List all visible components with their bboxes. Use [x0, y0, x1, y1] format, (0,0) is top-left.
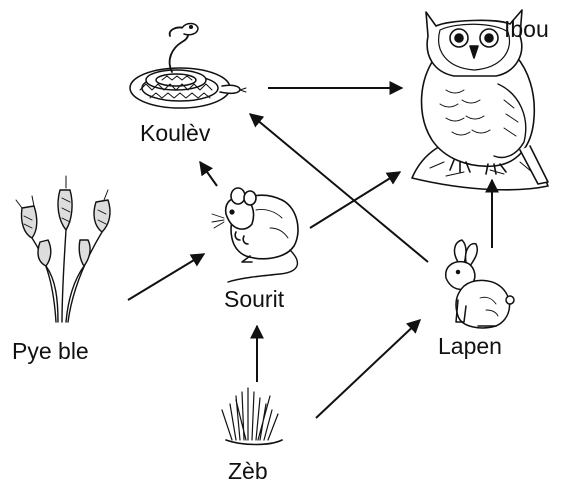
label-zeb: Zèb: [228, 460, 268, 483]
arrow-zeb-to-lapen: [316, 320, 420, 418]
label-ibou: Ibou: [504, 18, 549, 41]
arrow-sourit-to-ibou: [310, 172, 400, 228]
wheat-illustration: [16, 176, 110, 322]
grass-illustration: [222, 388, 282, 445]
label-koulev: Koulèv: [140, 122, 210, 145]
label-sourit: Sourit: [224, 288, 284, 311]
arrow-sourit-to-koulev: [200, 162, 217, 186]
snake-illustration: [130, 24, 246, 109]
arrow-pyeble-to-sourit: [128, 254, 204, 300]
mouse-illustration: [212, 188, 298, 282]
label-lapen: Lapen: [438, 335, 502, 358]
label-pye-ble: Pye ble: [12, 340, 89, 363]
rabbit-illustration: [446, 240, 514, 328]
